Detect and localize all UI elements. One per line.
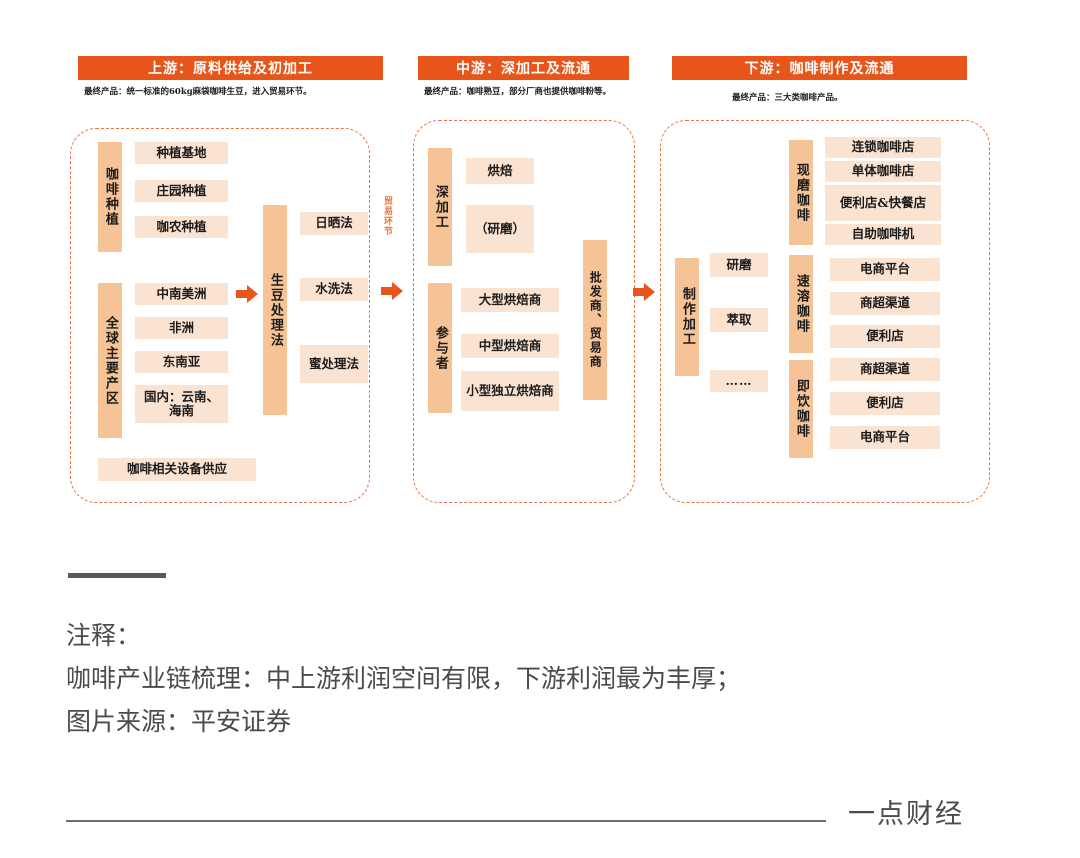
- arrow-planting-to-processing: [236, 285, 260, 303]
- upstream-item-natural-process: 日晒法: [300, 212, 368, 235]
- downstream-item-independent-cafe: 单体咖啡店: [825, 161, 941, 182]
- midstream-item-large-roaster: 大型烘焙商: [461, 288, 559, 312]
- midstream-item-roasting: 烘焙: [466, 158, 534, 184]
- downstream-group-label-freshly-ground: 现磨咖啡: [789, 140, 813, 245]
- midstream-item-medium-roaster: 中型烘焙商: [461, 334, 559, 358]
- downstream-item-ellipsis: ……: [710, 370, 768, 392]
- footer-divider-rule: [66, 820, 826, 822]
- upstream-group-label-greenbean: 生豆处理法: [263, 205, 287, 415]
- upstream-item-domestic: 国内：云南、海南: [135, 385, 228, 423]
- upstream-container: [70, 128, 370, 503]
- downstream-item-rtd-supermarket: 商超渠道: [830, 358, 940, 381]
- downstream-item-convenience-fastfood: 便利店&快餐店: [825, 185, 941, 221]
- column-header-midstream: 中游：深加工及流通: [418, 56, 629, 80]
- upstream-item-latin-america: 中南美洲: [135, 283, 228, 305]
- midstream-container: [413, 120, 635, 503]
- downstream-item-rtd-ecommerce: 电商平台: [830, 426, 940, 449]
- midstream-group-label-processing: 深加工: [428, 148, 452, 266]
- midstream-group-label-wholesalers: 批发商、贸易商: [583, 240, 607, 400]
- midstream-item-small-roaster: 小型独立烘焙商: [461, 371, 559, 411]
- downstream-group-label-rtd: 即饮咖啡: [789, 360, 813, 458]
- column-header-downstream: 下游：咖啡制作及流通: [672, 56, 967, 80]
- upstream-item-planting-base: 种植基地: [135, 142, 228, 164]
- upstream-item-africa: 非洲: [135, 317, 228, 339]
- caption-line-summary: 咖啡产业链梳理：中上游利润空间有限，下游利润最为丰厚；: [66, 664, 742, 693]
- arrow-midstream-to-downstream: [633, 283, 657, 301]
- column-header-upstream: 上游：原料供给及初加工: [78, 56, 383, 80]
- upstream-item-honey-process: 蜜处理法: [300, 345, 368, 383]
- caption-line-note-label: 注释：: [66, 621, 142, 650]
- downstream-item-instant-convenience: 便利店: [830, 325, 940, 348]
- downstream-item-instant-supermarket: 商超渠道: [830, 292, 940, 315]
- downstream-item-extract: 萃取: [710, 308, 768, 332]
- trade-link-label: 贸易环节: [382, 196, 392, 236]
- downstream-group-label-instant: 速溶咖啡: [789, 255, 813, 353]
- column-desc-midstream: 最终产品：咖啡熟豆，部分厂商也提供咖啡粉等。: [424, 87, 612, 97]
- upstream-item-equipment-supply: 咖啡相关设备供应: [98, 458, 256, 481]
- downstream-container: [660, 120, 990, 503]
- downstream-item-rtd-convenience: 便利店: [830, 392, 940, 415]
- arrow-upstream-to-midstream: [381, 282, 405, 300]
- caption-line-source: 图片来源：平安证券: [66, 707, 292, 736]
- downstream-item-instant-ecommerce: 电商平台: [830, 258, 940, 281]
- upstream-group-label-regions: 全球主要产区: [98, 283, 122, 438]
- section-divider-rule: [68, 573, 166, 578]
- upstream-group-label-planting: 咖啡种植: [98, 142, 122, 252]
- upstream-item-estate: 庄园种植: [135, 180, 228, 202]
- midstream-item-grinding: （研磨）: [466, 205, 534, 253]
- brand-name: 一点财经: [848, 799, 964, 830]
- column-desc-downstream: 最终产品：三大类咖啡产品。: [732, 93, 843, 103]
- column-desc-upstream: 最终产品：统一标准的60kg麻袋咖啡生豆，进入贸易环节。: [84, 87, 312, 97]
- downstream-item-chain-cafe: 连锁咖啡店: [825, 137, 941, 158]
- downstream-item-vending-machine: 自助咖啡机: [825, 224, 941, 245]
- midstream-group-label-participants: 参与者: [428, 283, 452, 413]
- caption-block: 注释： 咖啡产业链梳理：中上游利润空间有限，下游利润最为丰厚； 图片来源：平安证…: [66, 614, 1016, 743]
- downstream-group-label-preparation: 制作加工: [675, 258, 699, 376]
- upstream-item-washed-process: 水洗法: [300, 278, 368, 301]
- upstream-item-southeast-asia: 东南亚: [135, 351, 228, 373]
- downstream-item-grind: 研磨: [710, 253, 768, 277]
- upstream-item-farmer: 咖农种植: [135, 216, 228, 238]
